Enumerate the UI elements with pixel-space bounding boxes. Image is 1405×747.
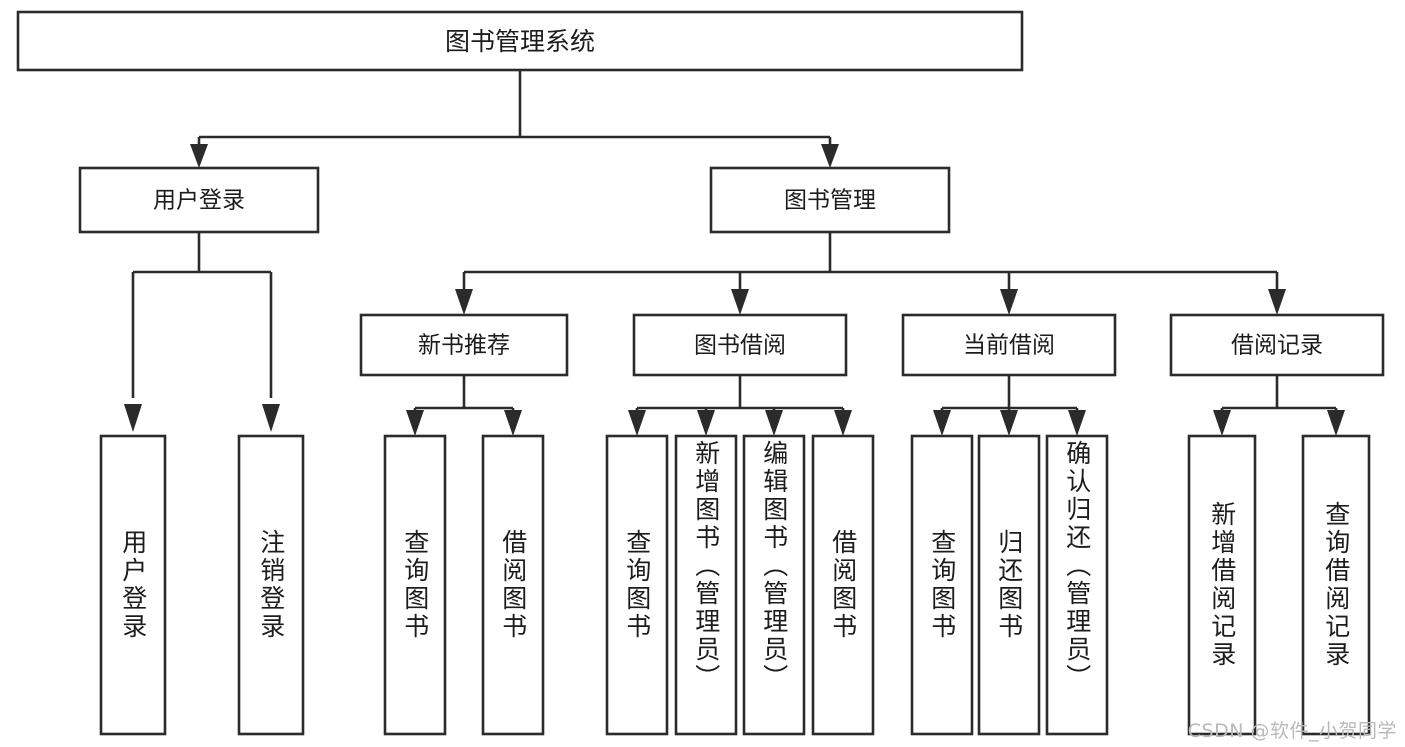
node-book-borrow-box[interactable] — [632, 313, 848, 377]
arrow-currentborrow-to-leaf-1 — [933, 410, 951, 436]
leaf-confirm-return-box[interactable] — [1045, 434, 1109, 736]
arrow-bookmgmt-to-borrow-record — [1268, 289, 1286, 315]
leaf-query-book-3-box[interactable] — [910, 434, 974, 736]
leaf-borrow-book-1-box[interactable] — [481, 434, 545, 736]
arrow-newbook-to-leaf-1 — [406, 410, 424, 436]
node-borrow-record-box[interactable] — [1169, 313, 1385, 377]
node-current-borrow-label: 当前借阅 — [963, 333, 1055, 359]
arrow-root-to-book-management — [821, 144, 839, 168]
node-root-label: 图书管理系统 — [445, 27, 595, 56]
node-current-borrow-box[interactable] — [901, 313, 1117, 377]
arrow-bookborrow-to-leaf-2 — [697, 410, 715, 436]
node-root-box[interactable] — [16, 10, 1024, 72]
csdn-watermark: CSDN @软件_小贺同学 — [1187, 720, 1397, 742]
node-new-book-recommend-label: 新书推荐 — [418, 333, 510, 359]
leaf-edit-book-box[interactable] — [742, 434, 806, 736]
node-book-management-box[interactable] — [709, 166, 951, 234]
arrow-currentborrow-to-leaf-2 — [1000, 410, 1018, 436]
arrow-bookmgmt-to-book-borrow — [731, 289, 749, 315]
arrow-root-to-user-login — [190, 144, 208, 168]
arrow-newbook-to-leaf-2 — [504, 410, 522, 436]
node-new-book-recommend-box[interactable] — [359, 313, 569, 377]
connectors-group — [124, 70, 1345, 436]
leaf-borrow-book-2-box[interactable] — [811, 434, 875, 736]
node-borrow-record-label: 借阅记录 — [1231, 333, 1323, 359]
arrow-bookmgmt-to-current-borrow — [1000, 289, 1018, 315]
arrow-bookborrow-to-leaf-3 — [765, 410, 783, 436]
leaf-add-record-box[interactable] — [1187, 434, 1257, 736]
arrow-userlogin-to-leaf-1 — [124, 404, 142, 432]
arrow-bookmgmt-to-new-book-recommend — [455, 289, 473, 315]
leaf-add-book-box[interactable] — [674, 434, 738, 736]
node-user-login-box[interactable] — [78, 166, 320, 234]
nodes-group: 图书管理系统 用户登录 图书管理 新书推荐 图书借阅 当前借阅 借阅记录 — [16, 10, 1385, 736]
leaf-query-book-2-box[interactable] — [605, 434, 669, 736]
node-user-login-label: 用户登录 — [153, 188, 245, 214]
leaf-logout-box[interactable] — [237, 434, 305, 736]
arrow-borrowrecord-to-leaf-1 — [1213, 410, 1231, 436]
arrow-borrowrecord-to-leaf-2 — [1327, 410, 1345, 436]
leaf-return-book-box[interactable] — [977, 434, 1041, 736]
node-book-borrow-label: 图书借阅 — [694, 333, 786, 359]
arrow-bookborrow-to-leaf-4 — [834, 410, 852, 436]
arrow-userlogin-to-leaf-2 — [262, 404, 280, 432]
arrow-bookborrow-to-leaf-1 — [628, 410, 646, 436]
leaf-query-record-box[interactable] — [1301, 434, 1371, 736]
arrow-currentborrow-to-leaf-3 — [1068, 410, 1086, 436]
leaf-query-book-1-box[interactable] — [383, 434, 447, 736]
leaf-user-login-box[interactable] — [99, 434, 167, 736]
node-book-management-label: 图书管理 — [784, 188, 876, 214]
